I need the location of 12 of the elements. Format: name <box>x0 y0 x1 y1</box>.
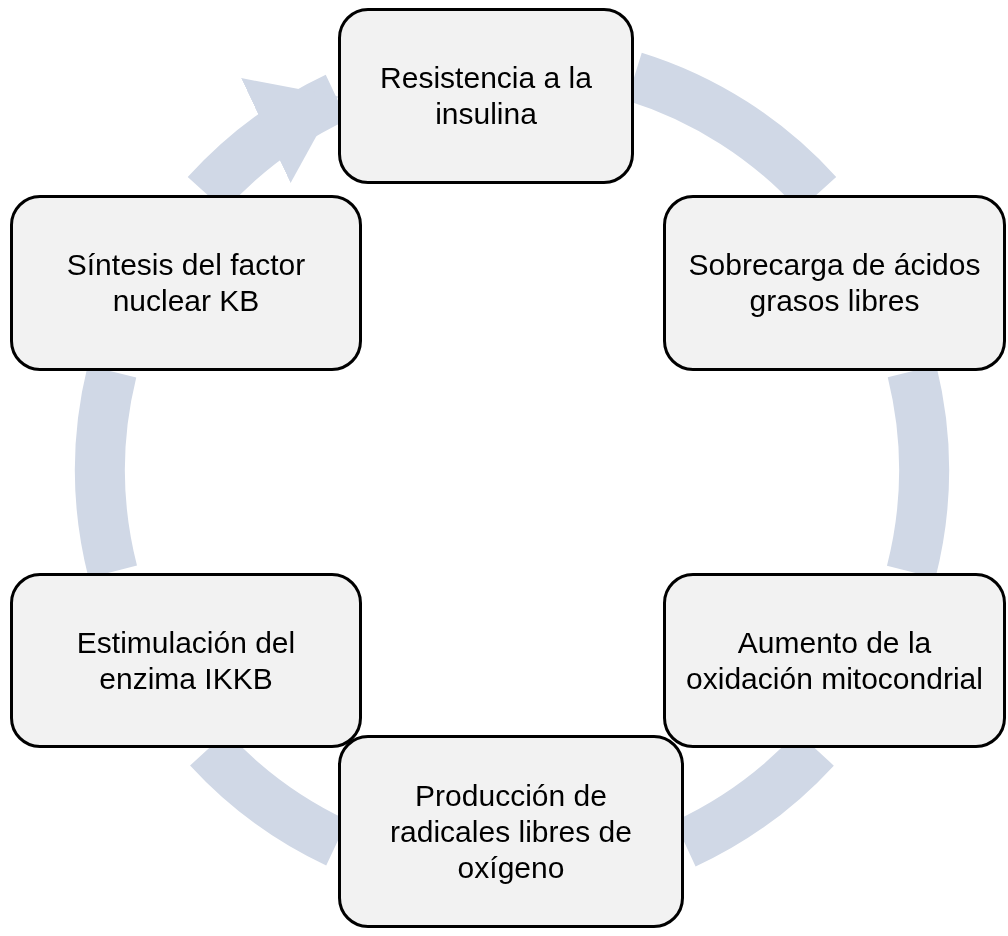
process-box <box>10 195 362 371</box>
process-box <box>663 573 1006 748</box>
process-box <box>10 573 362 748</box>
process-box <box>338 735 684 928</box>
step-label: Aumento de la oxidación mitocondrial <box>685 624 984 697</box>
step-label: Síntesis del factor nuclear KB <box>65 247 307 319</box>
process-box <box>663 195 1006 371</box>
step-label: Resistencia a la insulina <box>379 60 593 132</box>
step-label: Producción de radicales libres de oxígeno <box>389 777 633 886</box>
process-box <box>338 8 634 184</box>
step-label: Estimulación del enzima IKKB <box>75 624 297 697</box>
step-label: Sobrecarga de ácidos grasos libres <box>687 247 982 319</box>
